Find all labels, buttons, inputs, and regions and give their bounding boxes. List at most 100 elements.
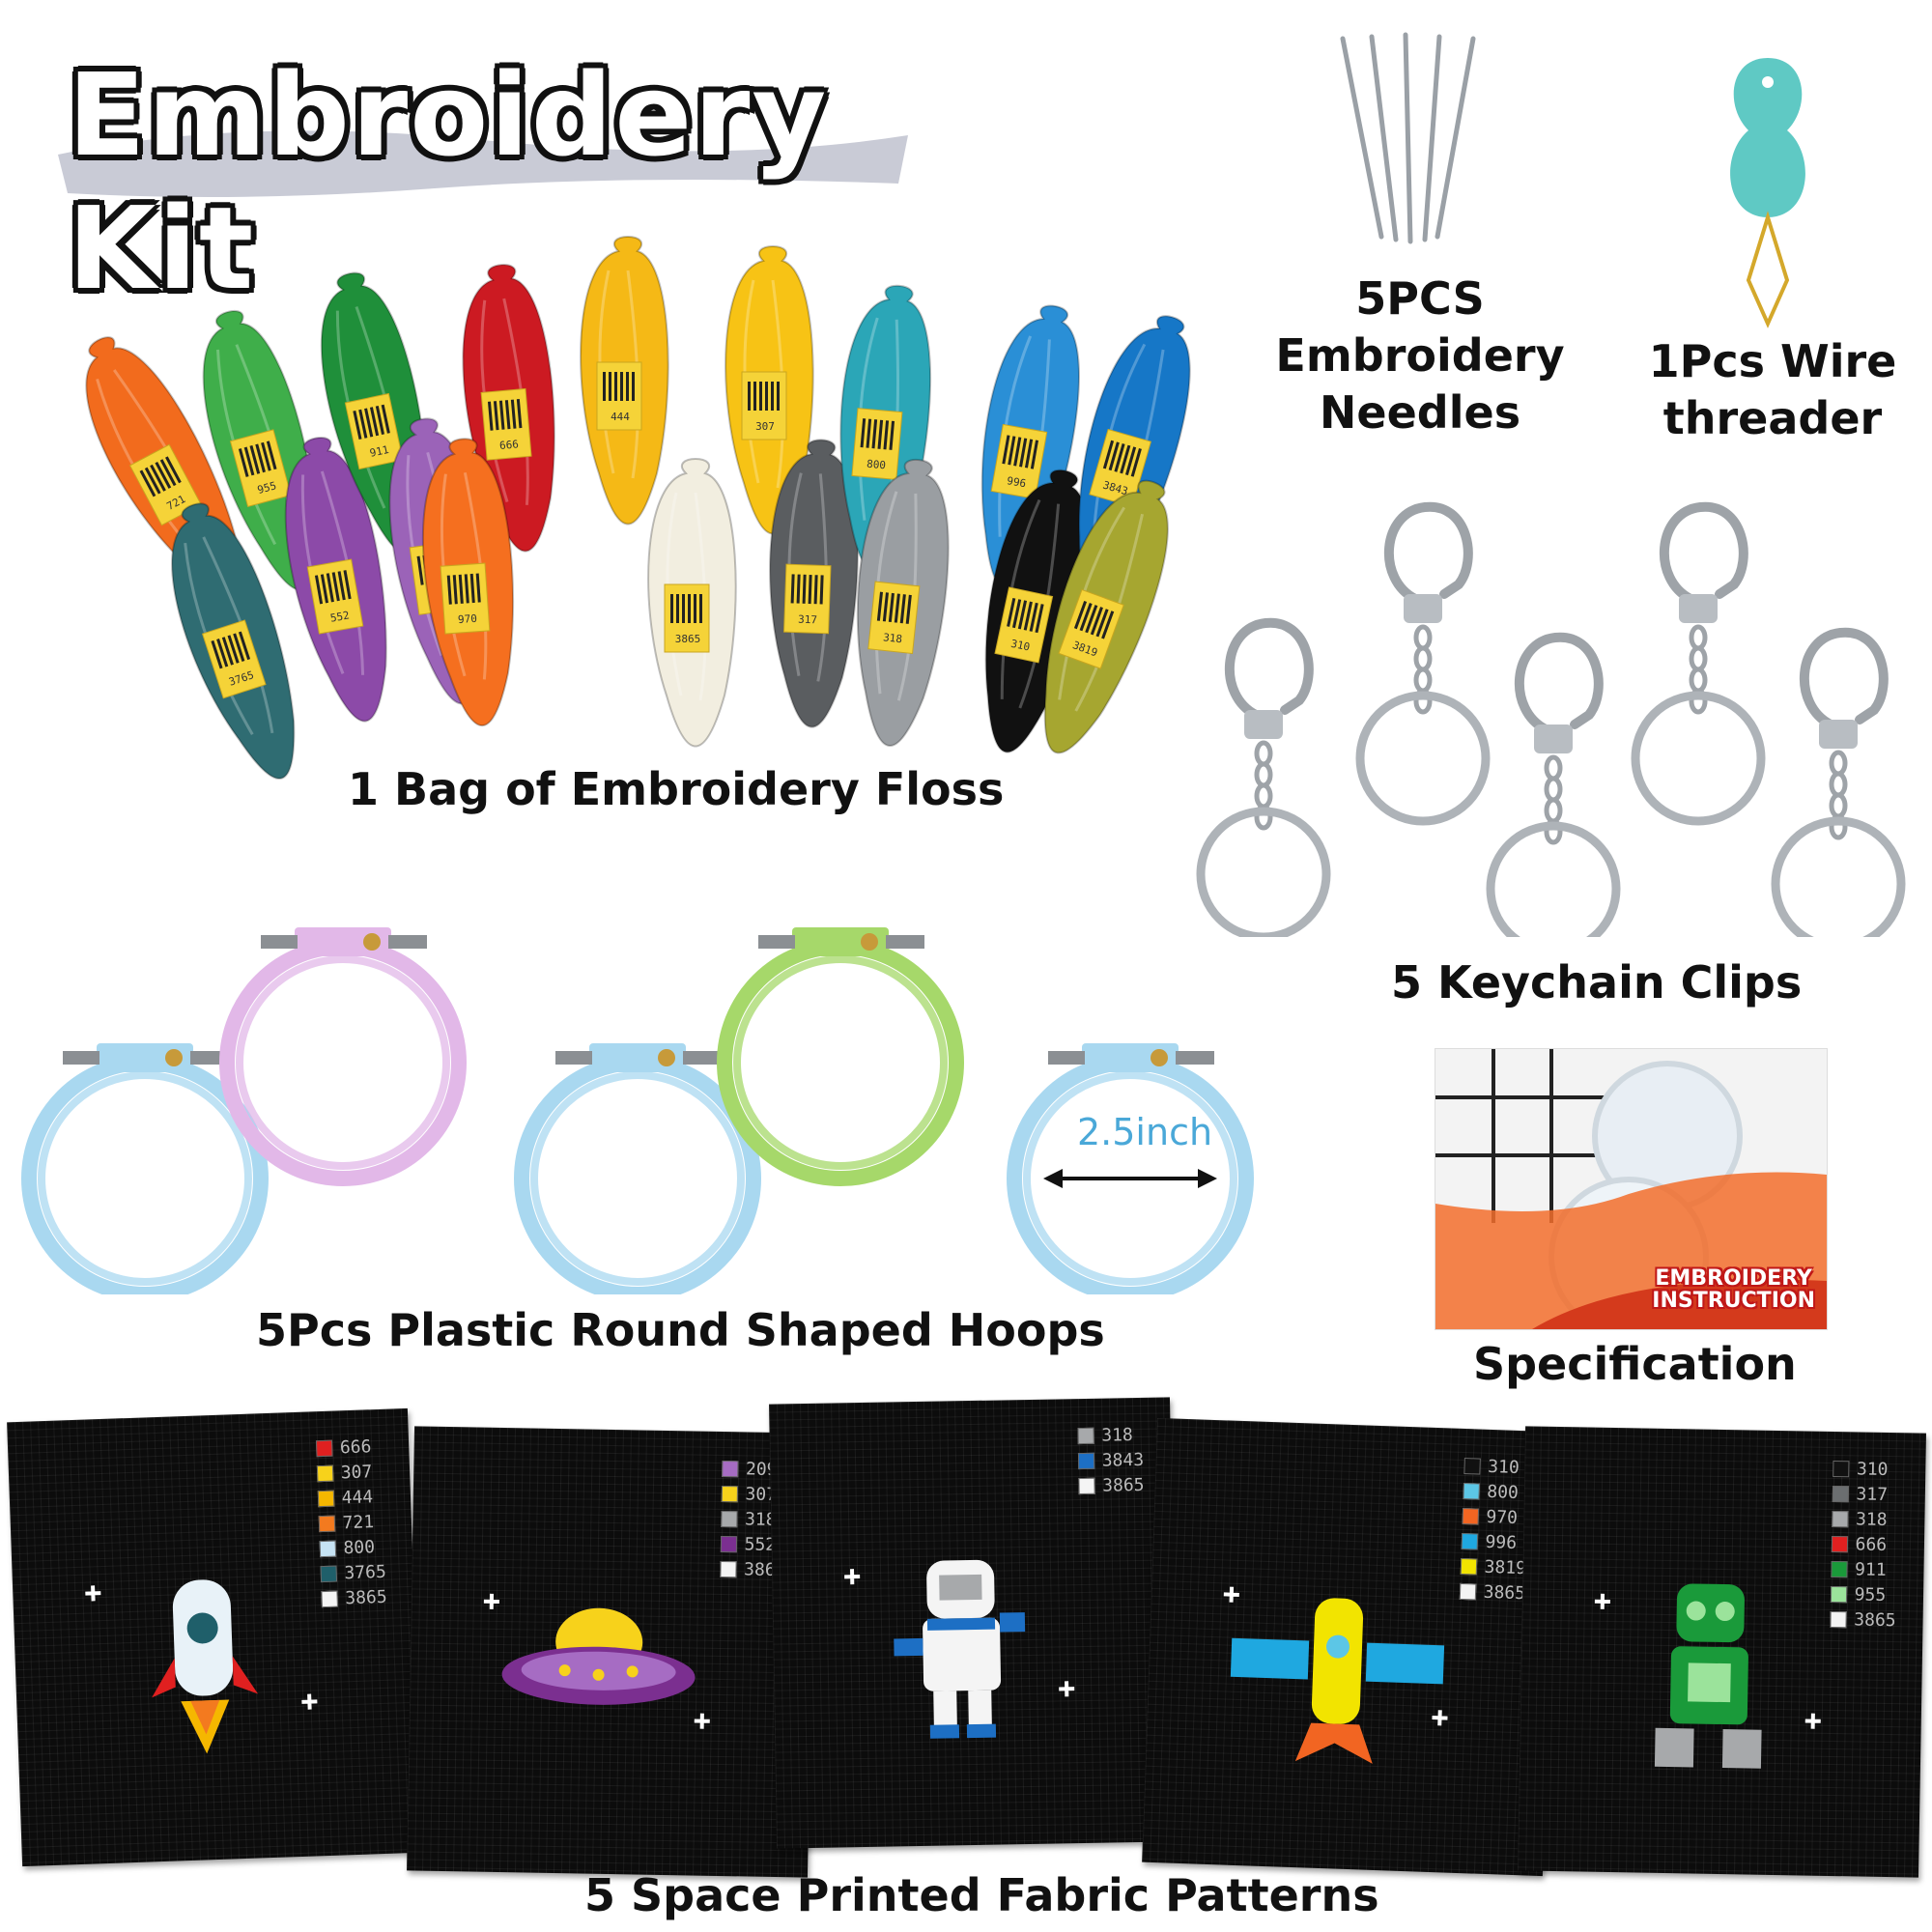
floss-skein: 3819 (1043, 479, 1169, 754)
color-swatch (1832, 1485, 1849, 1502)
floss-label: 911 (369, 443, 390, 460)
thread-code: 318 (1101, 1424, 1133, 1446)
thread-code: 3765 (344, 1561, 387, 1583)
floss-skein: 552 (284, 437, 387, 723)
embroidery-hoop (717, 927, 964, 1186)
keychain-clip (1486, 632, 1621, 937)
thread-code: 3865 (1101, 1474, 1145, 1496)
color-swatch (720, 1560, 737, 1577)
embroidery-hoop (1007, 1043, 1254, 1294)
color-swatch (720, 1535, 737, 1552)
floss-label: 666 (498, 438, 519, 452)
instruction-card-title: EMBROIDERY INSTRUCTION (1652, 1267, 1815, 1312)
legend-item: 310 (1463, 1453, 1530, 1480)
color-swatch (1077, 1427, 1094, 1444)
instruction-card-line2: INSTRUCTION (1652, 1288, 1815, 1313)
legend-item: 318 (1831, 1506, 1898, 1532)
floss-label: 444 (611, 411, 630, 423)
thread-color-legend: 318 3843 3865 (1077, 1422, 1145, 1498)
thread-code: 3865 (1483, 1581, 1526, 1604)
thread-code: 721 (342, 1511, 375, 1533)
embroidery-hoop (514, 1043, 761, 1294)
instruction-card-illustration (1435, 1049, 1827, 1329)
color-swatch (316, 1464, 334, 1482)
thread-code: 310 (1487, 1456, 1520, 1478)
floss-skein: 3865 (647, 458, 737, 748)
fabric-pattern-card: 318 3843 3865 (769, 1397, 1178, 1849)
legend-item: 317 (1832, 1481, 1898, 1507)
thread-code: 800 (1486, 1481, 1520, 1503)
floss-label: 800 (867, 458, 887, 472)
legend-item: 307 (316, 1459, 383, 1486)
needles-caption: 5PCS Embroidery Needles (1275, 272, 1565, 439)
thread-code: 911 (1854, 1558, 1887, 1580)
wire-threader-icon (1730, 58, 1805, 328)
instruction-card-line1: EMBROIDERY (1655, 1265, 1812, 1291)
keychain-clip (1355, 501, 1491, 826)
needles-icon (1340, 32, 1476, 244)
thread-code: 3865 (1854, 1608, 1896, 1631)
floss-label: 318 (882, 631, 902, 645)
legend-item: 666 (315, 1434, 382, 1461)
floss-skein: 310 (984, 469, 1088, 753)
floss-caption: 1 Bag of Embroidery Floss (348, 763, 1005, 815)
thread-code: 444 (341, 1486, 374, 1508)
title-banner: Embroidery Kit (48, 39, 918, 315)
color-swatch (1463, 1482, 1480, 1500)
hoops-caption: 5Pcs Plastic Round Shaped Hoops (256, 1304, 1105, 1356)
floss-label: 307 (755, 420, 775, 433)
color-swatch (1831, 1535, 1848, 1552)
color-swatch (721, 1485, 738, 1502)
color-swatch (1078, 1477, 1095, 1494)
color-swatch (315, 1439, 333, 1457)
thread-code: 310 (1856, 1458, 1889, 1480)
color-swatch (1831, 1560, 1848, 1577)
astronaut-stitch-motif (844, 1559, 1075, 1739)
thread-code: 3843 (1101, 1449, 1145, 1471)
color-swatch (319, 1540, 336, 1557)
color-swatch (1462, 1507, 1479, 1525)
color-swatch (1460, 1557, 1477, 1576)
hoops-group (21, 927, 1254, 1294)
floss-label: 552 (329, 609, 351, 624)
satellite-stitch-motif (1223, 1586, 1448, 1764)
thread-code: 317 (1856, 1483, 1889, 1505)
brush-stroke-decoration (58, 130, 908, 197)
embroidery-hoop (219, 927, 467, 1186)
legend-item: 666 (1831, 1531, 1897, 1557)
thread-code: 955 (1854, 1583, 1887, 1605)
color-swatch (721, 1460, 739, 1477)
legend-item: 318 (1077, 1422, 1144, 1448)
hoop-size-label: 2.5inch (1077, 1111, 1213, 1153)
color-swatch (1463, 1457, 1481, 1475)
legend-item: 996 (1461, 1528, 1527, 1555)
embroidery-hoop (21, 1043, 269, 1294)
patterns-caption: 5 Space Printed Fabric Patterns (584, 1869, 1379, 1921)
threader-caption: 1Pcs Wire threader (1648, 335, 1897, 444)
color-swatch (1077, 1452, 1094, 1469)
thread-code: 666 (1855, 1533, 1888, 1555)
floss-skein: 996 (980, 304, 1080, 591)
floss-label: 317 (798, 613, 817, 627)
thread-code: 996 (1485, 1531, 1518, 1553)
legend-item: 970 (1462, 1503, 1528, 1530)
legend-item: 3843 (1077, 1447, 1144, 1473)
color-swatch (1461, 1532, 1478, 1550)
legend-item: 721 (318, 1509, 384, 1536)
keychain-clip (1771, 627, 1906, 937)
legend-item: 3865 (1078, 1472, 1145, 1498)
legend-item: 310 (1832, 1456, 1899, 1482)
color-swatch (1831, 1510, 1849, 1527)
embroidery-floss-group: 7213765955552911209666970444386530731780… (85, 236, 1191, 780)
thread-code: 666 (339, 1435, 372, 1458)
thread-code: 3865 (344, 1586, 388, 1608)
floss-skein: 318 (856, 458, 950, 747)
rocket-stitch-motif (85, 1579, 318, 1754)
color-swatch (317, 1490, 334, 1507)
floss-label: 955 (256, 479, 278, 497)
floss-label: 310 (1009, 638, 1031, 654)
thread-code: 800 (343, 1536, 376, 1558)
